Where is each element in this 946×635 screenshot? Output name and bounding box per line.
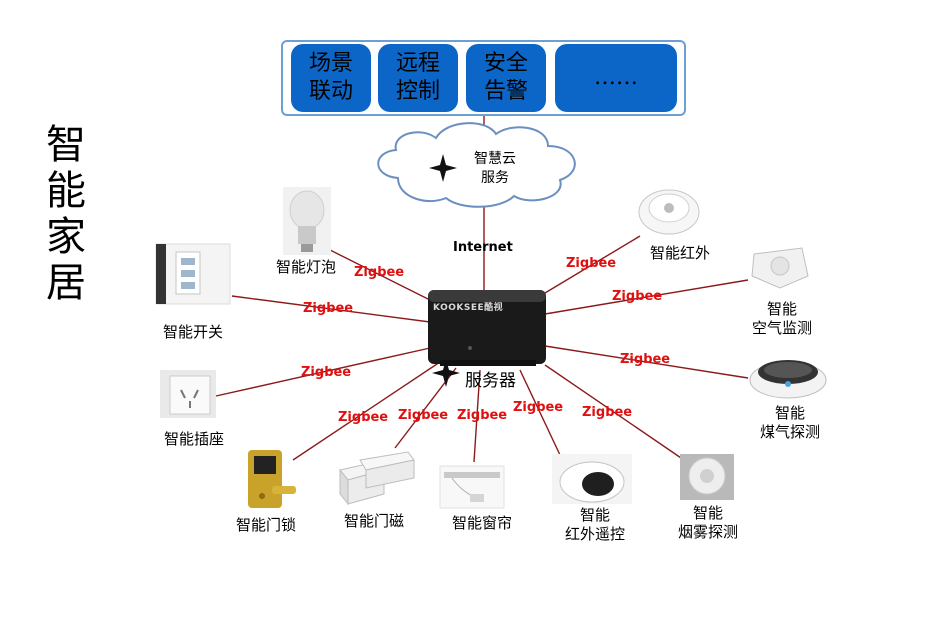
device-label-ir-remote: 智能 红外遥控 [564, 506, 625, 543]
line-socket [215, 347, 431, 397]
server-brand: KOOKSEE酷视 [433, 303, 504, 313]
diagram-title: 智能家居 [46, 122, 86, 306]
cloud-shape [377, 122, 576, 208]
device-label-curtain: 智能窗帘 [451, 514, 512, 532]
zigbee-label-ir: Zigbee [566, 256, 617, 271]
line-smoke [544, 364, 685, 461]
device-label-smoke: 智能 烟雾探测 [677, 504, 738, 541]
device-label-socket: 智能插座 [163, 430, 224, 448]
line-ir-remote [519, 369, 561, 456]
service-scene-linkage: 场景 联动 [291, 44, 371, 112]
zigbee-label-socket: Zigbee [301, 365, 352, 380]
device-label-gas: 智能 煤气探测 [759, 404, 820, 441]
line-lock [292, 361, 441, 461]
device-label-bulb: 智能灯泡 [275, 258, 336, 276]
ir-sensor-icon [638, 189, 700, 235]
cloud-star-icon [429, 154, 457, 182]
line-ir [539, 235, 641, 297]
device-label-magnet: 智能门磁 [343, 512, 404, 530]
line-bulb [329, 249, 431, 301]
zigbee-label-magnet: Zigbee [398, 408, 449, 423]
device-label-switch: 智能开关 [162, 323, 223, 341]
light-bulb-icon [283, 187, 331, 255]
smoke-detector-icon [680, 454, 734, 500]
zigbee-label-bulb: Zigbee [354, 265, 405, 280]
door-lock-icon [248, 450, 296, 508]
line-switch [231, 295, 431, 323]
curtain-motor-icon [439, 465, 505, 509]
line-gas [544, 345, 749, 379]
zigbee-label-air: Zigbee [612, 289, 663, 304]
device-label-lock: 智能门锁 [235, 516, 296, 534]
door-sensor-icon [339, 451, 415, 506]
service-remote-control: 远程 控制 [378, 44, 458, 112]
connection-lines [215, 116, 749, 463]
service-security-alarm: 安全 告警 [466, 44, 546, 112]
zigbee-label-curtain: Zigbee [457, 408, 508, 423]
zigbee-label-lock: Zigbee [338, 410, 389, 425]
zigbee-label-smoke: Zigbee [582, 405, 633, 420]
air-monitor-icon [751, 247, 809, 289]
server-star-icon [432, 359, 460, 387]
service-more: …… [555, 44, 677, 112]
zigbee-label-ir-remote: Zigbee [513, 400, 564, 415]
line-curtain [473, 369, 481, 463]
power-socket-icon [160, 370, 216, 418]
ir-remote-icon [552, 454, 632, 504]
wall-switch-icon [155, 243, 231, 305]
internet-label: Internet [453, 240, 513, 255]
server-icon [428, 290, 546, 366]
device-label-air: 智能 空气监测 [751, 300, 812, 337]
server-label: 服务器 [465, 371, 516, 391]
zigbee-label-switch: Zigbee [303, 301, 354, 316]
gas-detector-icon [749, 360, 827, 399]
cloud-label: 智慧云 服务 [474, 151, 516, 186]
zigbee-label-gas: Zigbee [620, 352, 671, 367]
line-air [544, 279, 749, 315]
device-label-ir: 智能红外 [649, 244, 710, 262]
